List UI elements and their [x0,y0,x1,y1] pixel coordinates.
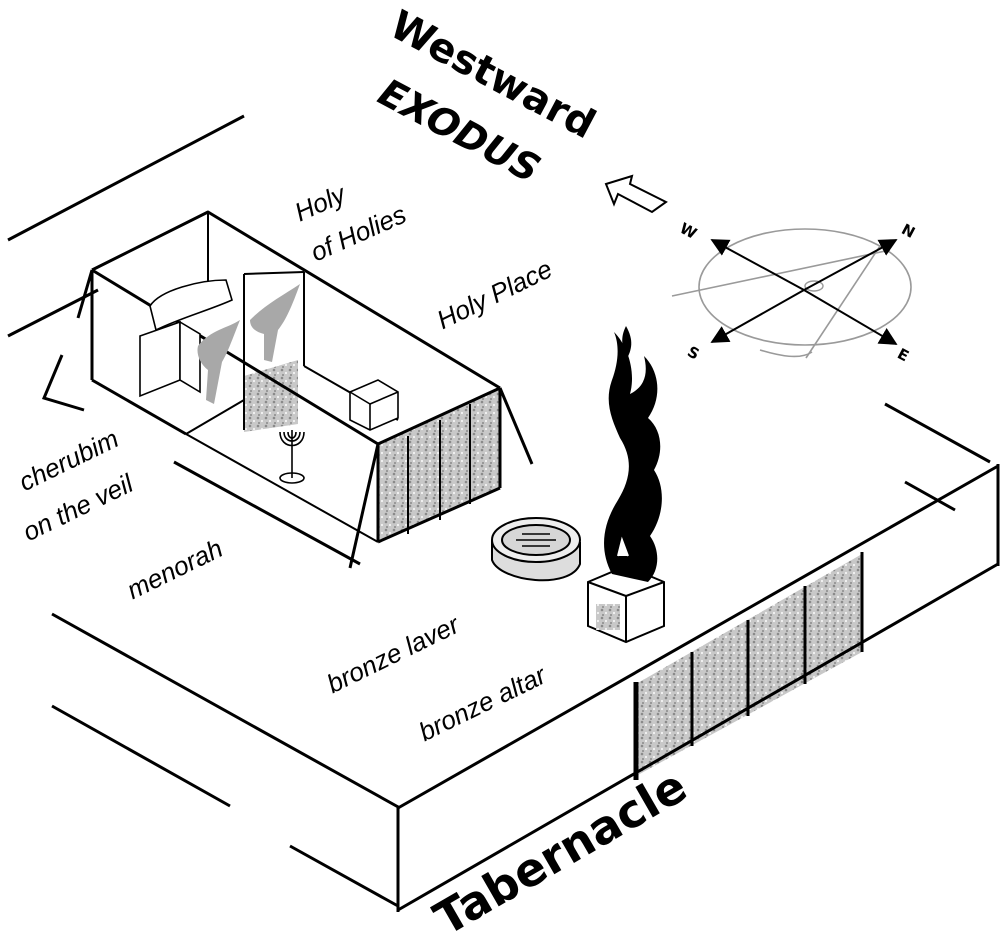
bronze-altar-icon [587,326,665,644]
menorah-icon [279,430,305,484]
bronze-laver-icon [491,517,581,582]
courtyard-fence [396,464,1000,912]
compass-rose [671,228,912,359]
court-boundary [7,114,991,908]
westward-arrow-icon [604,174,668,214]
tabernacle-tent [76,210,534,569]
